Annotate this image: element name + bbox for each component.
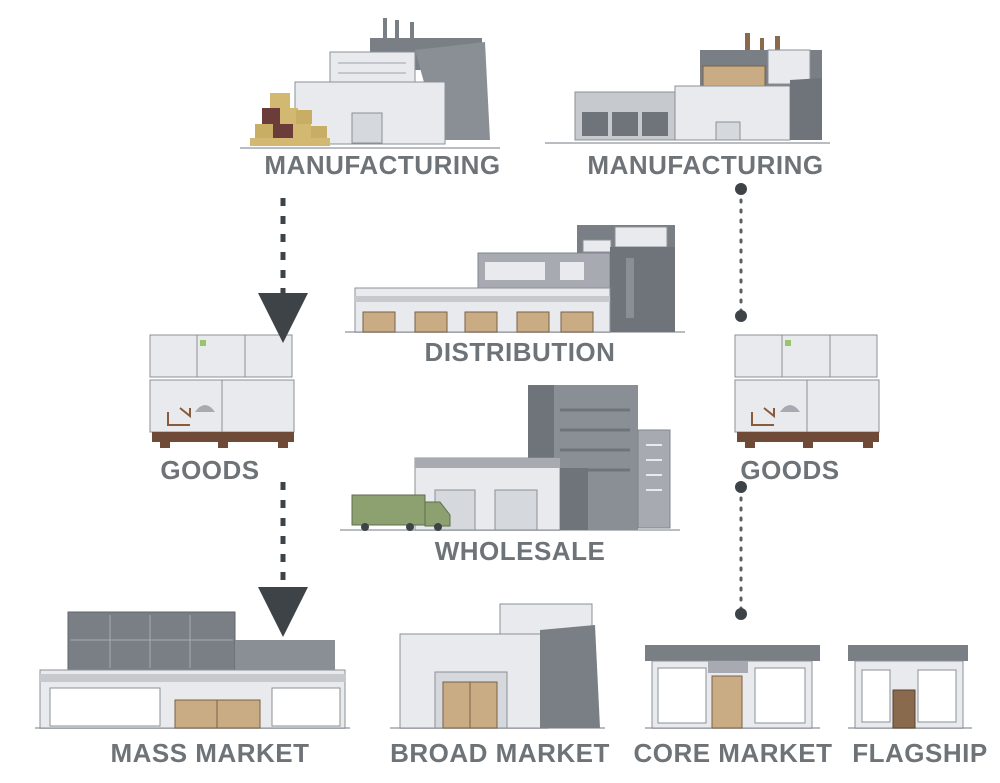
- mass-market-building: [35, 611, 350, 729]
- manufacturing-left-building: [240, 18, 500, 149]
- label-wholesale: WHOLESALE: [434, 536, 606, 566]
- core-market-building: [645, 645, 820, 729]
- label-goods-right: GOODS: [740, 455, 840, 485]
- label-core-market: CORE MARKET: [633, 738, 833, 768]
- label-mass-market: MASS MARKET: [110, 738, 310, 768]
- manufacturing-right-building: [545, 33, 830, 144]
- broad-market-building: [390, 603, 605, 729]
- connector-dot: [735, 481, 747, 493]
- label-distribution: DISTRIBUTION: [424, 337, 616, 367]
- label-flagship: FLAGSHIP: [852, 738, 988, 768]
- label-goods-left: GOODS: [160, 455, 260, 485]
- flow-connectors-right: [735, 183, 747, 620]
- wholesale-building: [340, 385, 680, 531]
- connector-dot: [735, 608, 747, 620]
- goods-right-pallet: [734, 334, 880, 448]
- label-manufacturing-right: MANUFACTURING: [587, 150, 824, 180]
- label-manufacturing-left: MANUFACTURING: [264, 150, 501, 180]
- connector-dot: [735, 183, 747, 195]
- flagship-building: [848, 645, 972, 729]
- label-broad-market: BROAD MARKET: [390, 738, 610, 768]
- goods-left-pallet: [149, 334, 295, 448]
- connector-dot: [735, 310, 747, 322]
- distribution-building: [345, 225, 685, 333]
